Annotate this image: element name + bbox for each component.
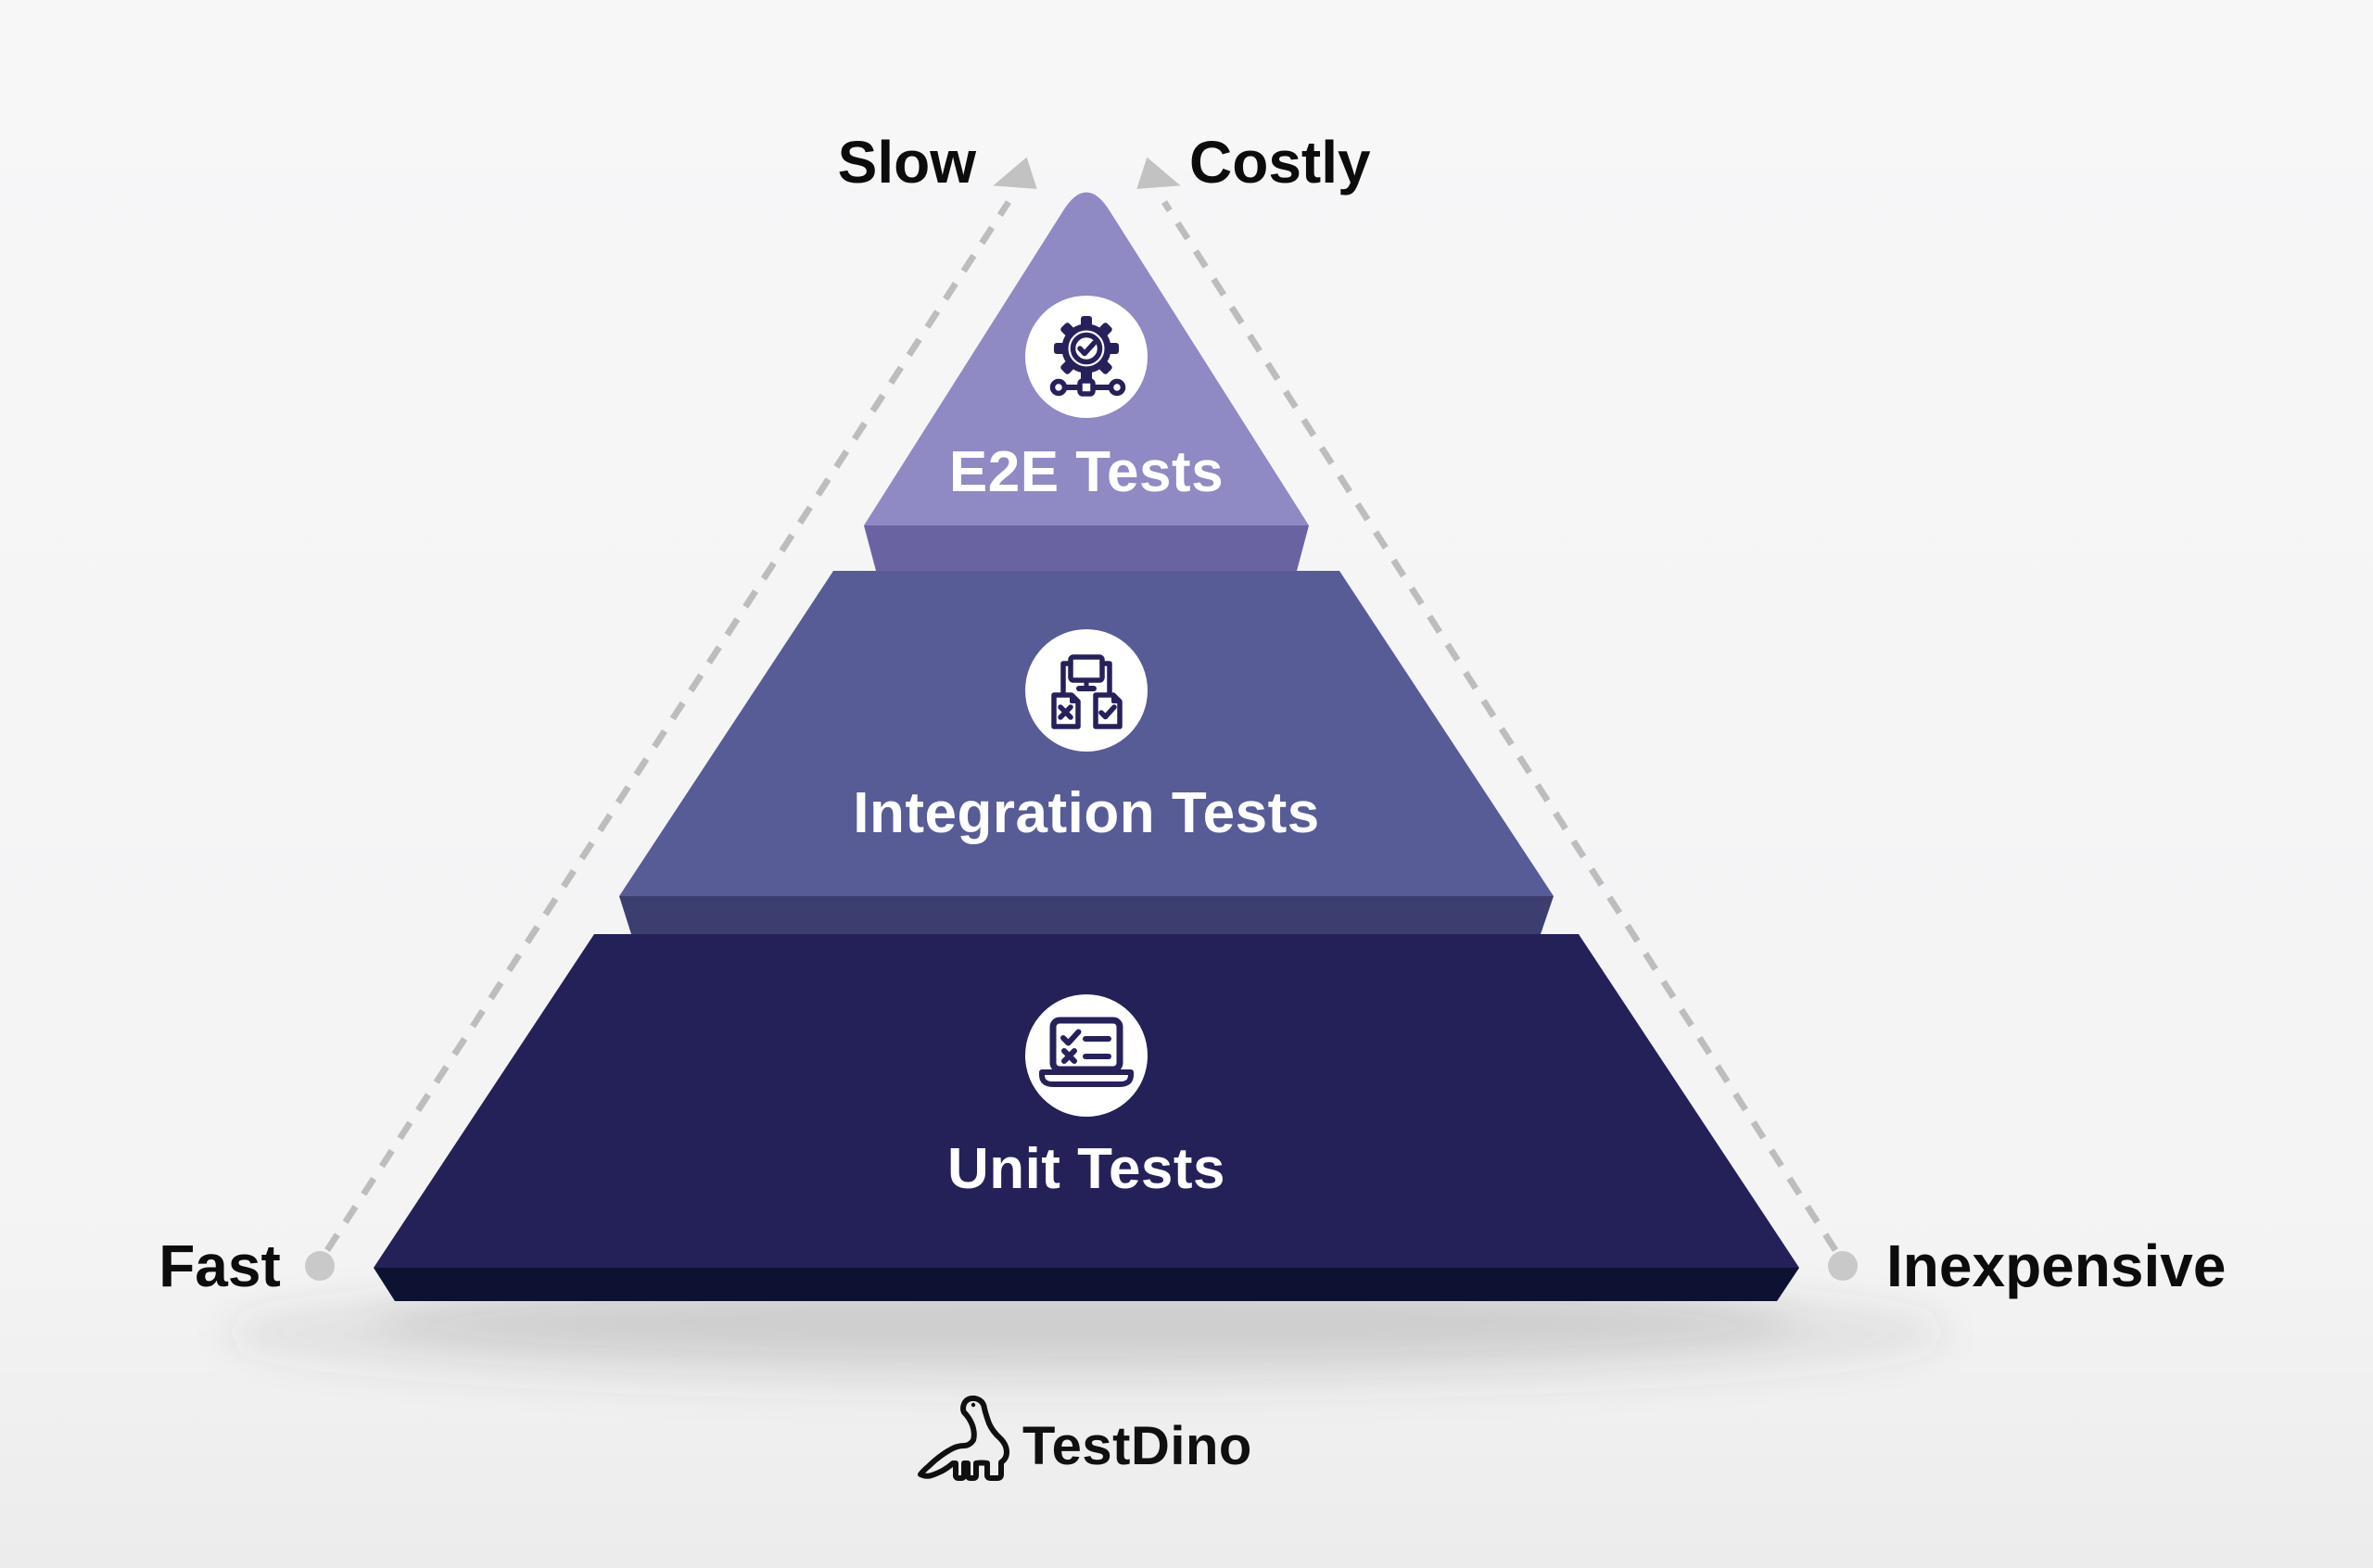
check-mark-icon	[1098, 704, 1117, 720]
check-mark-icon	[1077, 340, 1098, 357]
brand-name: TestDino	[1022, 1416, 1252, 1476]
x-mark-icon	[1058, 704, 1073, 720]
tier-label-unit: Unit Tests	[947, 1137, 1225, 1201]
tier-label-e2e: E2E Tests	[949, 440, 1224, 504]
integration-tier-icon	[1025, 629, 1148, 752]
x-mark-icon	[1061, 1048, 1077, 1064]
guide-dot-right	[1828, 1251, 1858, 1281]
connector-left	[1060, 661, 1073, 700]
check-mark-icon	[1060, 1029, 1082, 1046]
tier-label-integration: Integration Tests	[853, 781, 1319, 845]
axis-label-slow: Slow	[838, 129, 977, 196]
axis-label-fast: Fast	[159, 1233, 281, 1299]
guide-dot-left	[305, 1251, 335, 1281]
guide-line-right	[1161, 200, 1838, 1252]
pyramid-ground-shadow	[224, 1275, 1948, 1390]
axis-label-costly: Costly	[1189, 129, 1371, 196]
tier-e2e-bottom-edge	[864, 525, 1309, 571]
arrowhead-left-icon	[993, 157, 1037, 189]
pipeline-nodes-icon	[1049, 367, 1126, 397]
dinosaur-eye	[971, 1402, 976, 1408]
brand-footer: TestDino	[918, 1395, 1252, 1481]
arrowhead-right-icon	[1136, 157, 1181, 189]
tier-unit-bottom-edge	[374, 1268, 1799, 1301]
fail-document-icon	[1051, 692, 1081, 729]
pass-document-icon	[1093, 692, 1123, 729]
e2e-tier-icon	[1025, 296, 1148, 418]
guide-line-left	[324, 200, 1011, 1252]
monitor-icon	[1068, 654, 1105, 691]
dinosaur-logo-icon	[918, 1395, 1009, 1481]
connector-right	[1099, 661, 1112, 700]
pyramid-tier-unit	[374, 934, 1799, 1301]
laptop-base	[1039, 1069, 1134, 1087]
gear-check-icon	[1054, 316, 1119, 381]
axis-label-inexpensive: Inexpensive	[1886, 1233, 2226, 1299]
guide-lines	[305, 157, 1858, 1281]
laptop-checklist-icon	[1039, 1017, 1134, 1087]
unit-tier-icon	[1025, 994, 1148, 1117]
tier-integration-bottom-edge	[619, 896, 1554, 934]
